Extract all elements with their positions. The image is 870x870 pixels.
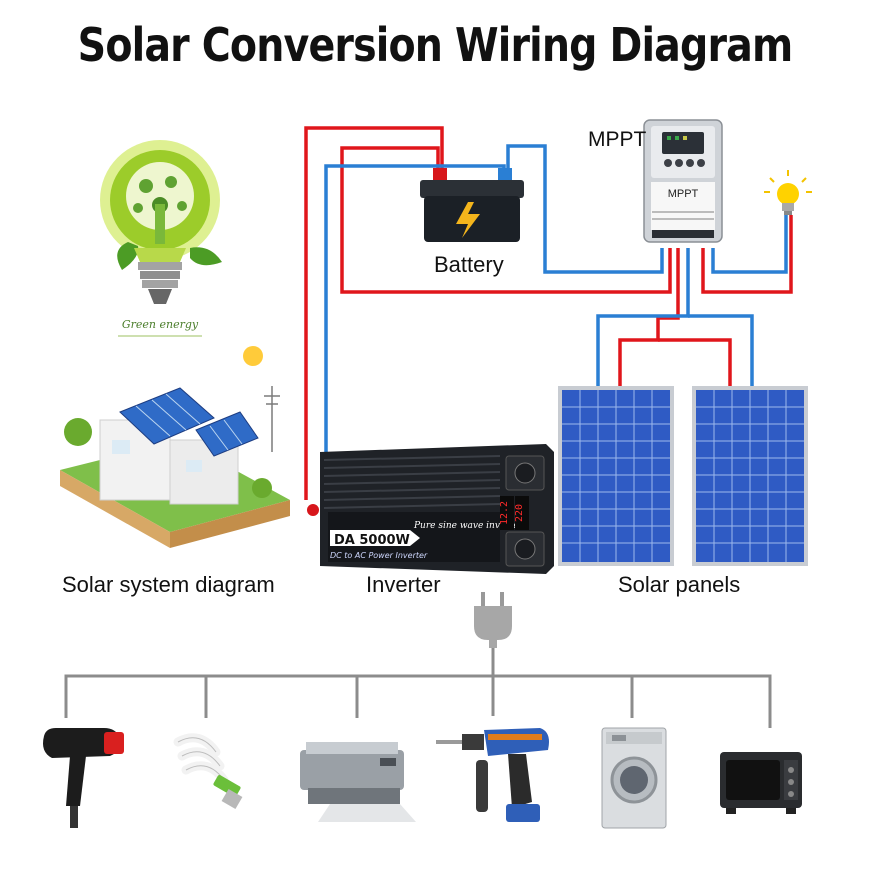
battery-label: Battery	[434, 252, 504, 277]
battery-icon	[420, 168, 524, 242]
inverter-display-voltage: 12.2	[499, 501, 510, 525]
green-energy-label: Green energy	[122, 318, 199, 331]
mppt-controller	[643, 119, 723, 243]
wire-battery-mppt-positive	[340, 146, 672, 294]
inverter-tagline-text: Pure sine wave inverter	[413, 521, 523, 531]
inverter-subtitle-text: DC to AC Power Inverter	[330, 551, 428, 560]
diagram-title: Solar Conversion Wiring Diagram	[77, 18, 793, 72]
mppt-device-label: MPPT	[667, 188, 699, 200]
inverter-display-output: 220	[514, 504, 525, 522]
solar-system-label: Solar system diagram	[62, 572, 275, 597]
wire-mppt-panels-positive	[618, 248, 680, 388]
green-energy-bulb: Green energy	[100, 140, 222, 337]
plug-icon	[474, 592, 512, 648]
wire-panels-positive-2	[658, 338, 732, 388]
inverter-device: DA 5000W Pure sine wave inverter DC to A…	[307, 444, 554, 574]
solar-panels-label: Solar panels	[618, 572, 741, 597]
mppt-label: MPPT	[588, 128, 647, 151]
load-bus	[64, 638, 772, 728]
inverter-label: Inverter	[366, 572, 441, 597]
inverter-model-text: DA 5000W	[334, 533, 410, 548]
wire-battery-mppt-negative	[506, 144, 664, 274]
washing-machine-icon	[601, 727, 667, 829]
wires	[304, 126, 793, 500]
wire-panels-negative-2	[688, 314, 754, 388]
wire-mppt-lamp-negative	[711, 215, 788, 274]
solar-panel-1	[558, 386, 674, 566]
wire-inverter-battery-positive	[304, 126, 444, 500]
power-drill-icon	[436, 728, 549, 822]
cfl-bulb-icon	[173, 733, 243, 810]
printer-icon	[300, 742, 416, 822]
lamp-icon	[764, 170, 812, 215]
wire-mppt-lamp-positive	[701, 215, 793, 294]
wire-mppt-panels-negative	[596, 248, 690, 388]
microwave-oven-icon	[720, 752, 802, 814]
solar-panel-2	[692, 386, 808, 566]
solar-house-illustration	[60, 346, 290, 548]
hair-dryer-icon	[43, 728, 124, 828]
